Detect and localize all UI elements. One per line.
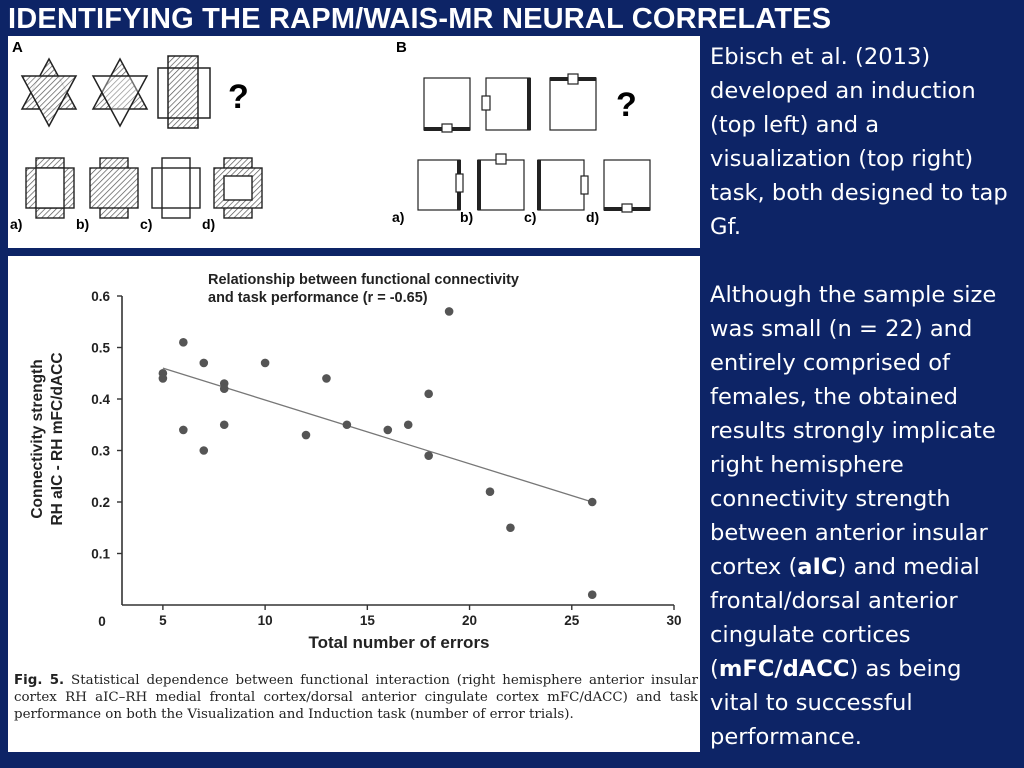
option-shape <box>603 159 651 213</box>
term-mfc-dacc: mFC/dACC <box>718 656 850 682</box>
option-label: a) <box>392 209 404 225</box>
option-shape <box>213 157 263 219</box>
option-shape <box>417 159 464 211</box>
square-with-bar-shape <box>481 77 531 131</box>
hexagram-shape <box>20 57 78 128</box>
data-point <box>383 425 393 435</box>
data-point <box>179 338 188 347</box>
x-tick-label: 10 <box>258 613 273 628</box>
scatter-chart: Relationship between functional connecti… <box>29 272 682 652</box>
options-a-labels: a) b) c) d) <box>10 216 215 232</box>
data-point <box>342 420 352 430</box>
overlapping-rectangles-shape <box>157 55 211 129</box>
y-axis-label-line1: Connectivity strength <box>29 359 46 518</box>
caption-label: Fig. 5. <box>14 673 65 688</box>
data-point <box>587 590 597 599</box>
option-label: b) <box>76 216 89 232</box>
chart-ticks: 5 10 15 20 25 30 0.1 0.2 0.3 0.4 0.5 0.6 0 <box>91 289 681 629</box>
origin-label: 0 <box>98 614 106 629</box>
option-label: c) <box>140 216 152 232</box>
option-shape <box>537 159 589 211</box>
x-axis-label: Total number of errors <box>308 633 489 652</box>
side-text: Ebisch et al. (2013) developed an induct… <box>710 40 1016 754</box>
data-point <box>444 307 454 316</box>
figure-caption: Fig. 5. Statistical dependence between f… <box>14 672 698 723</box>
option-shape <box>477 153 525 211</box>
square-with-bar-shape <box>423 77 471 133</box>
x-tick-label: 25 <box>564 613 580 628</box>
y-tick-label: 0.3 <box>91 444 110 459</box>
caption-text: Statistical dependence between functiona… <box>14 673 698 722</box>
data-point <box>179 425 188 435</box>
data-point <box>403 420 413 430</box>
data-point <box>219 384 229 393</box>
y-tick-label: 0.5 <box>91 341 110 356</box>
data-points <box>158 307 597 599</box>
question-mark-b: ? <box>616 86 637 124</box>
panel-a-label: A <box>12 39 23 56</box>
options-b-labels: a) b) c) d) <box>392 209 599 225</box>
data-point <box>260 358 270 368</box>
option-shape <box>25 157 75 219</box>
option-shape <box>89 157 139 219</box>
option-label: a) <box>10 216 22 232</box>
y-tick-label: 0.6 <box>91 289 110 304</box>
data-point <box>506 523 515 533</box>
panel-b-label: B <box>396 39 407 56</box>
chart-title-line1: Relationship between functional connecti… <box>208 272 519 288</box>
puzzle-figure: A ? <box>8 36 700 248</box>
data-point <box>424 451 433 460</box>
option-label: d) <box>202 216 215 232</box>
data-point <box>424 389 433 399</box>
data-point <box>587 497 597 507</box>
x-tick-label: 30 <box>666 613 681 628</box>
x-tick-label: 20 <box>462 613 477 628</box>
x-tick-label: 5 <box>159 613 167 628</box>
data-point <box>301 430 311 440</box>
y-tick-label: 0.2 <box>91 495 110 510</box>
data-point <box>199 446 209 455</box>
puzzle-drawing: A ? <box>10 39 651 232</box>
regression-line <box>162 367 593 503</box>
option-shape <box>151 157 201 219</box>
hexagram-shape <box>91 57 149 128</box>
term-aic: aIC <box>797 554 838 580</box>
paragraph-2-part: ) and medial frontal/dorsal anterior cin… <box>710 554 980 682</box>
square-with-bar-shape <box>549 73 597 131</box>
regression-line-segment <box>162 367 593 503</box>
chart-title-line2: and task performance (r = -0.65) <box>208 290 428 306</box>
data-point <box>199 358 209 368</box>
data-point <box>219 420 229 430</box>
y-axis-label-line2: RH aIC - RH mFC/dACC <box>49 352 66 525</box>
question-mark-a: ? <box>228 78 249 116</box>
y-tick-label: 0.1 <box>91 547 110 562</box>
slide-title: IDENTIFYING THE RAPM/WAIS-MR NEURAL CORR… <box>8 3 832 35</box>
data-point <box>322 374 331 383</box>
scatter-figure: Relationship between functional connecti… <box>8 256 700 752</box>
paragraph-2: Although the sample size was small (n = … <box>710 278 1016 754</box>
data-point <box>485 487 495 496</box>
option-label: c) <box>524 209 536 225</box>
paragraph-2-part: Although the sample size was small (n = … <box>710 282 997 580</box>
paragraph-2-part: ) as being vital to successful performan… <box>710 656 962 750</box>
paragraph-1: Ebisch et al. (2013) developed an induct… <box>710 44 1008 240</box>
option-label: b) <box>460 209 473 225</box>
x-tick-label: 15 <box>360 613 376 628</box>
data-point <box>158 374 168 383</box>
option-label: d) <box>586 209 599 225</box>
y-tick-label: 0.4 <box>91 392 110 407</box>
